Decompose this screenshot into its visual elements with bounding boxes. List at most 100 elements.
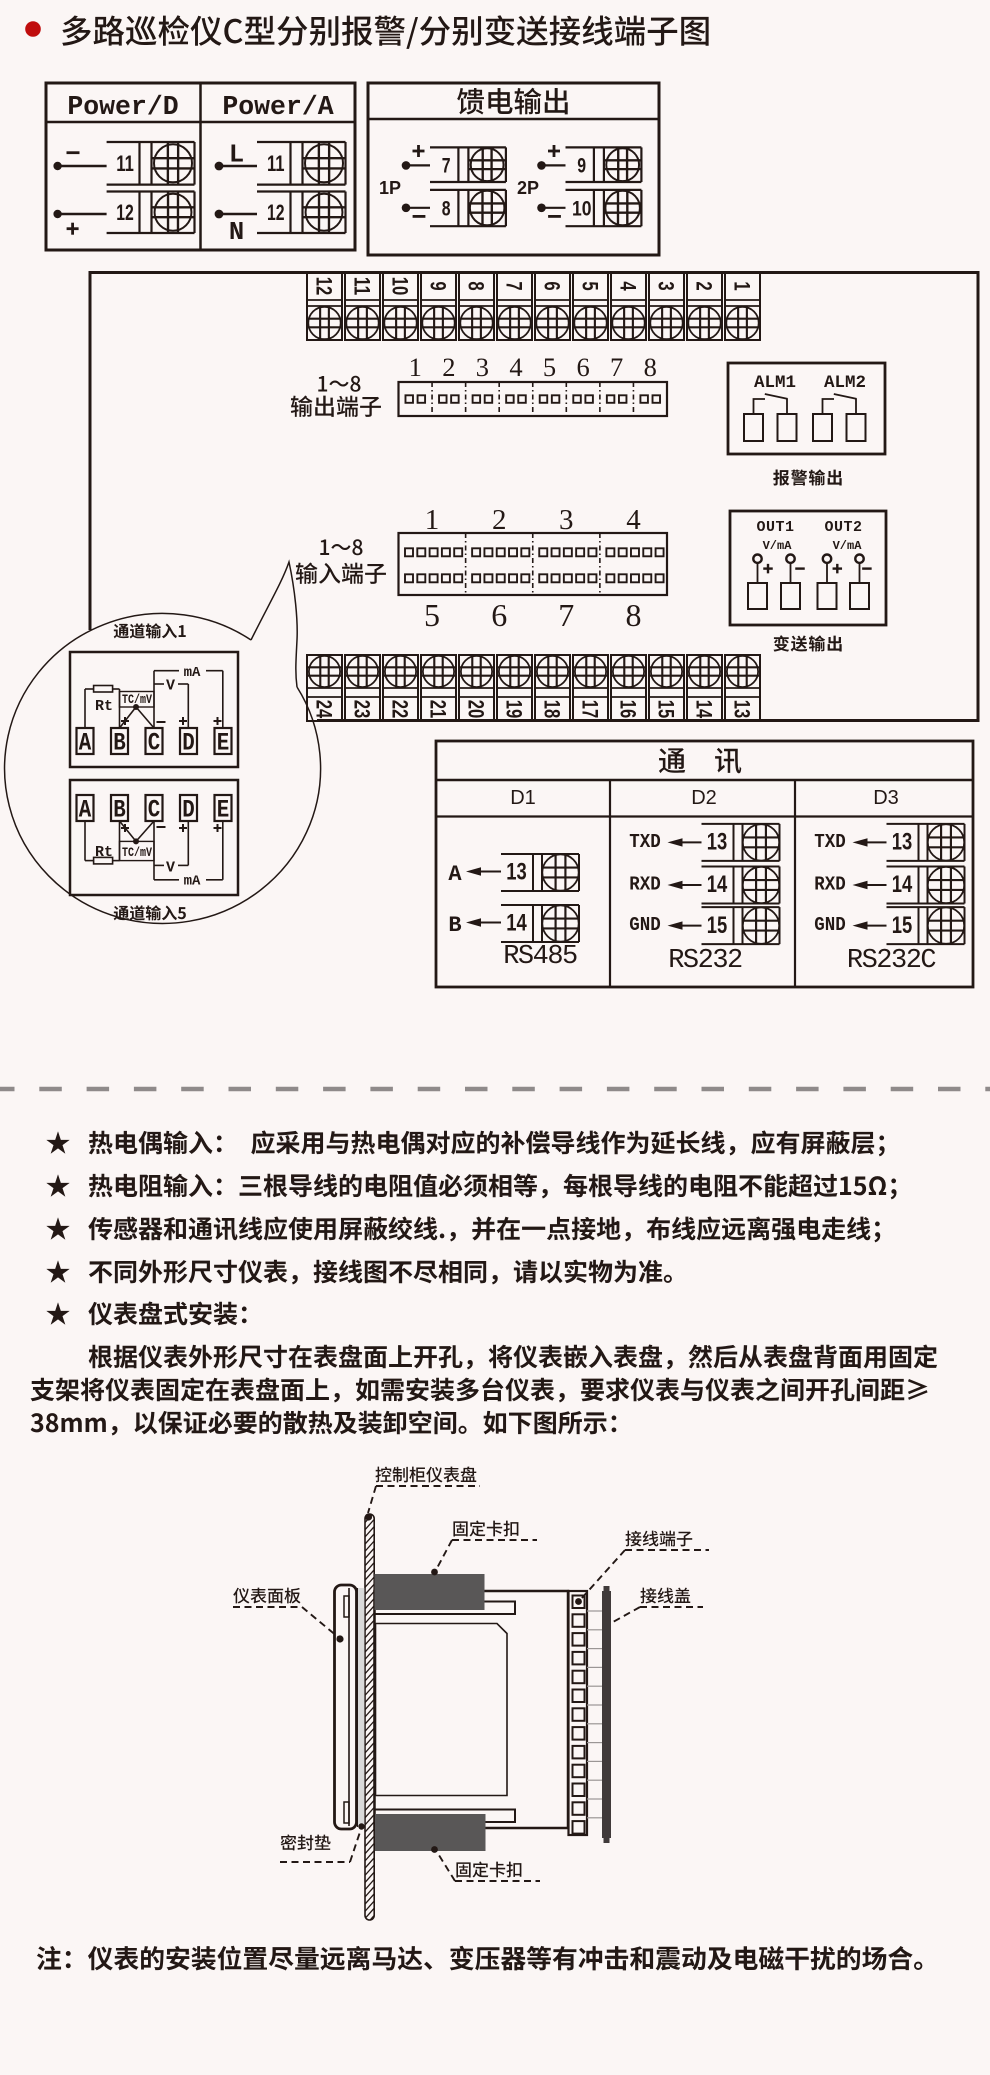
svg-text:L: L	[229, 141, 244, 170]
svg-text:B: B	[113, 729, 126, 758]
svg-text:C: C	[148, 729, 161, 758]
svg-text:7: 7	[610, 352, 623, 382]
svg-text:D3: D3	[873, 787, 899, 809]
svg-text:OUT2: OUT2	[824, 519, 862, 536]
svg-text:3: 3	[559, 504, 574, 536]
svg-text:V/mA: V/mA	[763, 539, 793, 553]
svg-text:14: 14	[506, 910, 527, 937]
svg-text:8: 8	[644, 352, 657, 382]
svg-text:GND: GND	[629, 914, 661, 936]
svg-text:3: 3	[476, 352, 489, 382]
svg-text:V/mA: V/mA	[833, 539, 863, 553]
svg-text:4: 4	[616, 281, 641, 291]
svg-text:8: 8	[625, 597, 641, 633]
svg-text:13: 13	[730, 700, 755, 719]
svg-text:10: 10	[572, 198, 592, 221]
svg-text:RS232C: RS232C	[847, 946, 937, 976]
svg-text:B: B	[113, 796, 126, 825]
svg-text:15: 15	[654, 700, 679, 719]
svg-text:6: 6	[491, 597, 507, 633]
svg-text:14: 14	[892, 871, 913, 898]
svg-text:12: 12	[312, 277, 337, 296]
svg-text:GND: GND	[814, 914, 846, 936]
svg-text:RS232: RS232	[668, 946, 742, 976]
svg-text:13: 13	[707, 829, 728, 856]
svg-text:11: 11	[267, 151, 285, 176]
svg-text:3: 3	[654, 281, 679, 290]
svg-text:7: 7	[442, 154, 451, 177]
svg-text:A: A	[79, 729, 92, 758]
svg-text:9: 9	[426, 281, 451, 290]
svg-text:16: 16	[616, 700, 641, 719]
svg-text:7: 7	[502, 281, 527, 290]
svg-text:11: 11	[350, 277, 375, 296]
svg-text:18: 18	[540, 700, 565, 719]
svg-text:6: 6	[540, 281, 565, 290]
svg-text:D2: D2	[691, 787, 717, 809]
svg-text:5: 5	[578, 281, 603, 290]
svg-text:V: V	[166, 860, 175, 877]
svg-text:14: 14	[707, 871, 728, 898]
svg-text:1: 1	[425, 504, 440, 536]
svg-text:8: 8	[442, 198, 451, 221]
svg-text:8: 8	[464, 281, 489, 290]
svg-text:5: 5	[424, 597, 440, 633]
svg-text:15: 15	[707, 912, 728, 939]
svg-text:15: 15	[892, 912, 913, 939]
svg-text:2: 2	[492, 504, 507, 536]
svg-text:20: 20	[464, 700, 489, 719]
svg-text:10: 10	[388, 277, 413, 296]
svg-text:13: 13	[506, 859, 527, 886]
svg-text:1: 1	[409, 352, 422, 382]
svg-text:Rt: Rt	[95, 698, 113, 715]
svg-text:RS485: RS485	[503, 942, 577, 972]
svg-text:B: B	[448, 913, 461, 938]
svg-text:OUT1: OUT1	[756, 519, 794, 536]
svg-text:6: 6	[576, 352, 589, 382]
svg-text:Power/A: Power/A	[222, 92, 333, 122]
svg-text:2P: 2P	[517, 178, 539, 198]
svg-text:RXD: RXD	[814, 874, 846, 896]
svg-text:E: E	[217, 729, 230, 758]
svg-text:RXD: RXD	[629, 874, 661, 896]
svg-text:7: 7	[558, 597, 574, 633]
svg-text:V: V	[166, 678, 175, 695]
svg-text:mA: mA	[184, 665, 201, 681]
svg-text:17: 17	[578, 700, 603, 719]
svg-text:1: 1	[730, 281, 755, 290]
svg-text:A: A	[448, 862, 462, 887]
svg-text:TC/mV: TC/mV	[122, 846, 152, 860]
svg-text:N: N	[229, 218, 244, 247]
svg-text:TXD: TXD	[629, 831, 661, 853]
svg-text:12: 12	[116, 200, 134, 225]
svg-text:C: C	[148, 796, 161, 825]
svg-text:1P: 1P	[379, 178, 401, 198]
svg-text:D: D	[182, 796, 195, 825]
svg-text:4: 4	[626, 504, 641, 536]
svg-text:12: 12	[267, 200, 285, 225]
svg-text:13: 13	[892, 829, 913, 856]
svg-text:2: 2	[692, 281, 717, 290]
svg-text:TC/mV: TC/mV	[122, 693, 152, 707]
svg-text:11: 11	[116, 151, 134, 176]
svg-text:19: 19	[502, 700, 527, 719]
svg-text:TXD: TXD	[814, 831, 846, 853]
svg-text:9: 9	[577, 154, 586, 177]
svg-text:ALM1: ALM1	[754, 373, 796, 393]
svg-text:24: 24	[312, 700, 337, 719]
svg-text:Rt: Rt	[95, 844, 113, 861]
svg-text:ALM2: ALM2	[824, 373, 866, 393]
svg-text:14: 14	[692, 700, 717, 719]
svg-text:D1: D1	[510, 787, 536, 809]
svg-text:23: 23	[350, 700, 375, 719]
svg-text:E: E	[217, 796, 230, 825]
svg-text:2: 2	[442, 352, 455, 382]
svg-text:Power/D: Power/D	[67, 92, 178, 122]
svg-text:4: 4	[509, 352, 522, 382]
svg-text:mA: mA	[184, 874, 201, 890]
svg-text:5: 5	[543, 352, 556, 382]
svg-text:D: D	[182, 729, 195, 758]
svg-text:22: 22	[388, 700, 413, 719]
svg-text:A: A	[79, 796, 92, 825]
svg-text:21: 21	[426, 700, 451, 719]
